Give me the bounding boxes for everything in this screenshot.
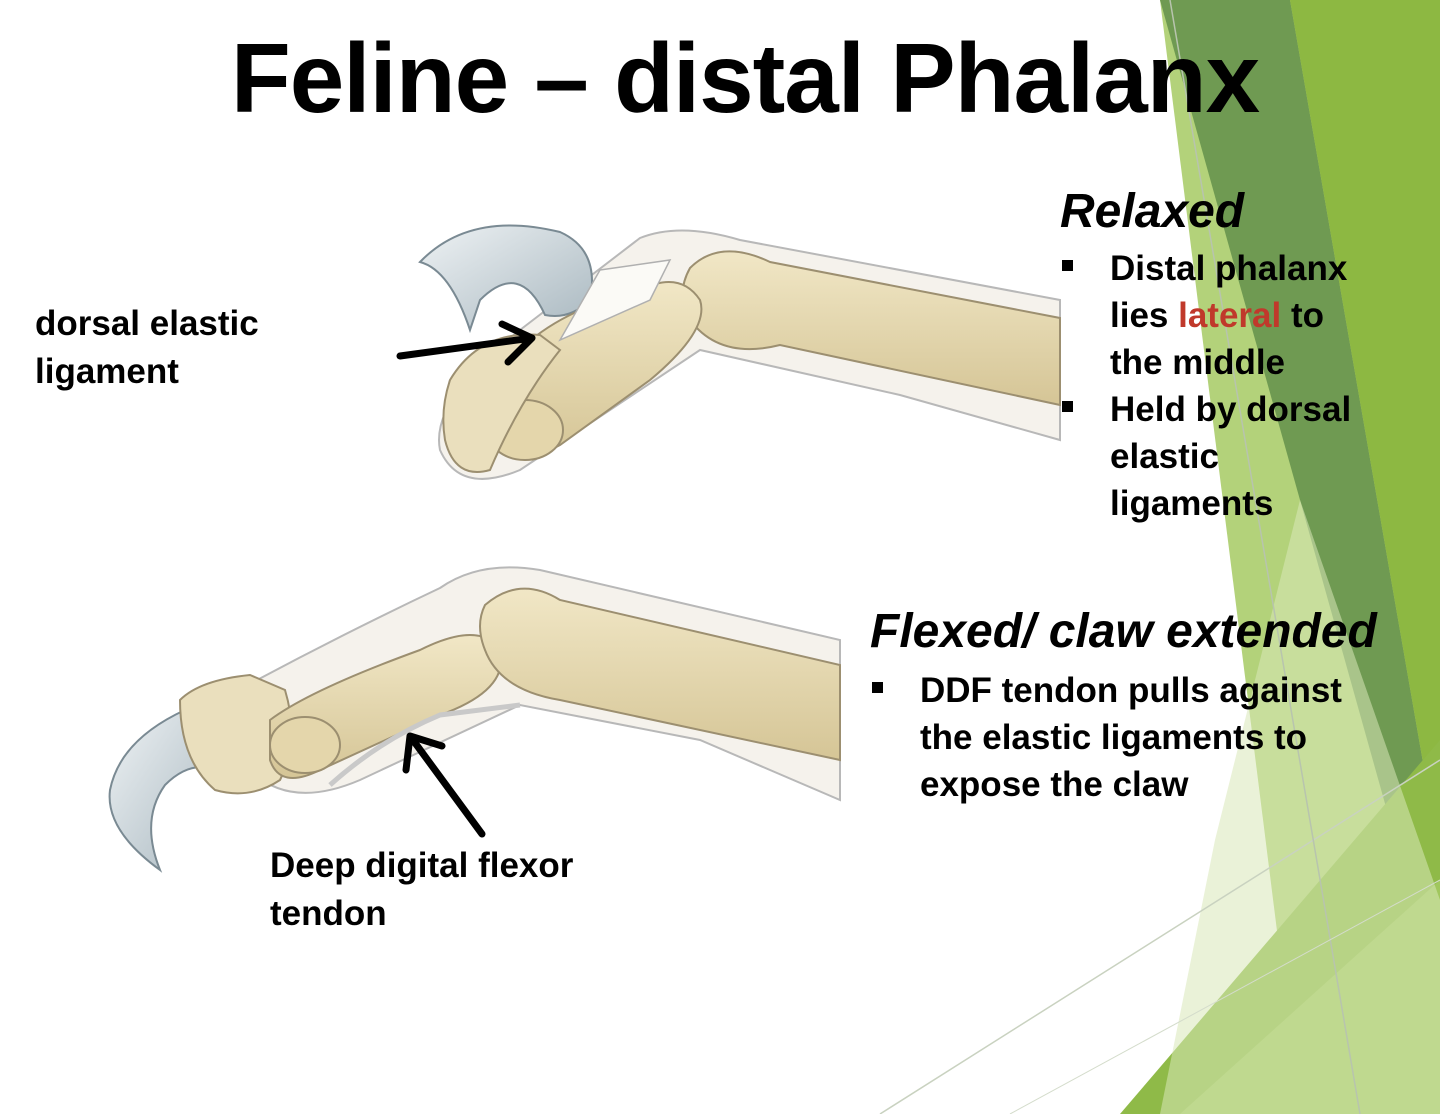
dorsal-ligament-label-line-2: ligament (35, 352, 179, 391)
bullet-text: the middle (1110, 343, 1286, 382)
ddf-tendon-arrow (402, 732, 486, 838)
thin-line-2 (1169, 0, 1361, 1114)
bullet-text: elastic (1110, 437, 1219, 476)
relaxed-claw (418, 224, 593, 334)
flexed-paw-illustration (108, 566, 841, 873)
flexed-proximal-bone (479, 587, 841, 762)
bullet-text: DDF tendon pulls against (920, 671, 1342, 710)
flexed-ddf-tendon (328, 702, 521, 787)
flexed-bullet-list: DDF tendon pulls against the elastic liga… (870, 667, 1342, 808)
bullet-square-icon (1062, 260, 1073, 271)
flexed-bone-condyle (269, 716, 341, 774)
bullet-text: expose the claw (920, 765, 1189, 804)
relaxed-paw-illustration (418, 224, 1061, 480)
bullet-text: lies (1110, 296, 1179, 335)
bullet-square-icon (872, 682, 883, 693)
dorsal-ligament-label: dorsal elastic ligament (35, 300, 259, 396)
bullet-text: the elastic ligaments to (920, 718, 1308, 757)
flexed-distal-phalanx (178, 673, 293, 795)
bullet-square-icon (1062, 401, 1073, 412)
green-band-mid (1290, 0, 1440, 860)
relaxed-bullet-line: elastic (1110, 433, 1351, 480)
ddf-tendon-label-line-1: Deep digital flexor (270, 846, 574, 885)
relaxed-bullet-line: the middle (1110, 339, 1351, 386)
dorsal-ligament-label-line-1: dorsal elastic (35, 304, 259, 343)
relaxed-bullet-line: Distal phalanx (1110, 245, 1351, 292)
bullet-text: to (1281, 296, 1324, 335)
green-band-pale (1160, 500, 1440, 1114)
flexed-bullet-item: DDF tendon pulls against the elastic liga… (870, 667, 1342, 808)
ddf-tendon-label: Deep digital flexor tendon (270, 842, 573, 938)
relaxed-heading: Relaxed (1060, 185, 1245, 238)
bullet-text: Held by dorsal (1110, 390, 1352, 429)
bullet-text: ligaments (1110, 484, 1274, 523)
dorsal-ligament-arrow (396, 320, 536, 366)
thin-line-1 (879, 759, 1440, 1114)
ddf-tendon-label-line-2: tendon (270, 894, 387, 933)
relaxed-bullet-line: ligaments (1110, 480, 1351, 527)
relaxed-bullet-item: Distal phalanx lies lateral to the middle (1060, 245, 1351, 386)
slide-title: Feline – distal Phalanx (230, 23, 1260, 133)
bullet-text: Distal phalanx (1110, 249, 1348, 288)
flexed-bullet-line: DDF tendon pulls against (920, 667, 1342, 714)
relaxed-distal-phalanx (442, 333, 562, 473)
relaxed-bullet-line: lies lateral to (1110, 292, 1351, 339)
flexed-bullet-line: the elastic ligaments to (920, 714, 1342, 761)
flexed-bullet-line: expose the claw (920, 761, 1342, 808)
flexed-heading: Flexed/ claw extended (870, 605, 1377, 658)
thin-line-3 (1009, 879, 1440, 1114)
relaxed-bullet-item: Held by dorsal elastic ligaments (1060, 386, 1351, 527)
relaxed-bullet-line: Held by dorsal (1110, 386, 1351, 433)
relaxed-ligament-band (558, 259, 672, 342)
highlighted-term: lateral (1178, 296, 1282, 335)
